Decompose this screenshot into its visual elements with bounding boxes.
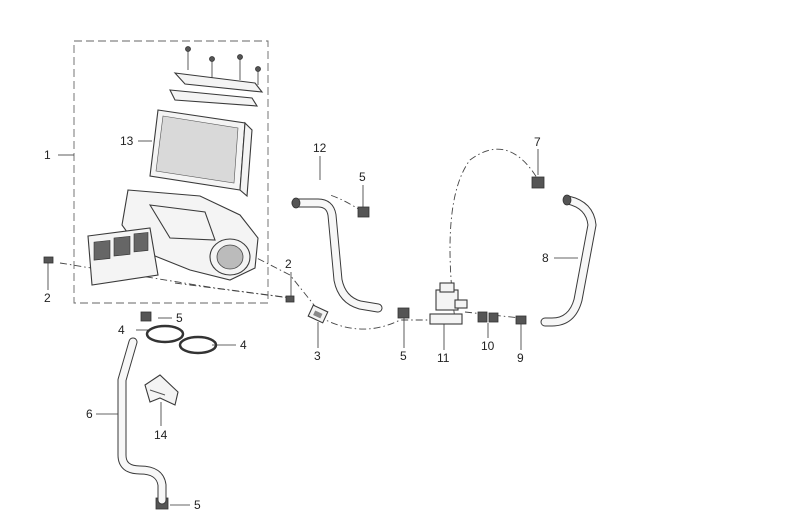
fittings — [477, 311, 499, 323]
callout-10: 10 — [481, 339, 495, 353]
callout-5-d: 5 — [194, 498, 201, 512]
callout-13: 13 — [120, 134, 134, 148]
screw-left — [43, 256, 54, 264]
callout-5-b: 5 — [359, 170, 366, 184]
callout-3: 3 — [314, 349, 321, 363]
bracket — [144, 374, 179, 406]
callout-5-a: 5 — [176, 311, 183, 325]
callout-4-left: 4 — [118, 323, 125, 337]
callout-14: 14 — [154, 428, 168, 442]
breather-hose-right — [540, 194, 597, 327]
callout-5-c: 5 — [400, 349, 407, 363]
air-filter-element — [149, 109, 253, 198]
callout-1: 1 — [44, 148, 51, 162]
clip-b — [357, 206, 370, 218]
callout-12: 12 — [313, 141, 327, 155]
callout-2-right: 2 — [285, 257, 292, 271]
hose-clamp-right — [178, 335, 218, 355]
callout-2-left: 2 — [44, 291, 51, 305]
callout-8: 8 — [542, 251, 549, 265]
clip-a — [140, 311, 152, 322]
hose-clamp-left — [145, 324, 185, 344]
clip-7 — [531, 176, 545, 189]
breather-hose-left — [291, 197, 383, 313]
air-filter-cover — [169, 72, 264, 107]
callout-4-right: 4 — [240, 338, 247, 352]
clip-9 — [515, 315, 527, 325]
air-box-assembly-frame — [73, 40, 269, 304]
air-box-housing — [87, 189, 259, 286]
screw-right — [285, 295, 295, 303]
cover-screws — [185, 46, 261, 85]
callout-6: 6 — [86, 407, 93, 421]
sensor-connector — [307, 304, 329, 324]
callout-labels: 1 2 2 3 4 4 5 5 5 5 6 7 8 9 10 11 12 13 … — [44, 134, 549, 512]
callout-9: 9 — [517, 351, 524, 365]
drain-hose — [117, 337, 167, 505]
check-valve — [429, 282, 468, 325]
clip-c — [397, 307, 410, 319]
callout-7: 7 — [534, 135, 541, 149]
leader-lines — [47, 140, 578, 506]
callout-11: 11 — [437, 351, 450, 365]
